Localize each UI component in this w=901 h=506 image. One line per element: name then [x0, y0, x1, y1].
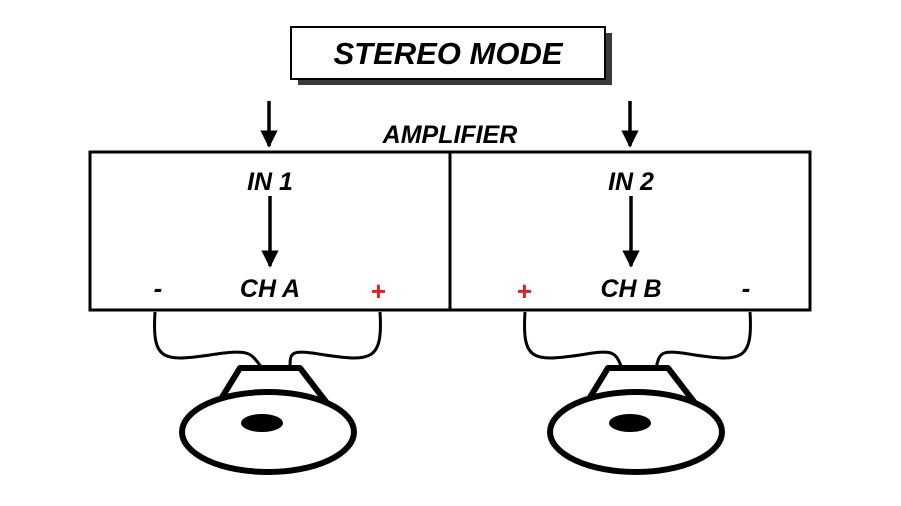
- channel-a: IN 1 CH A - +: [154, 168, 386, 306]
- speaker-b-left-wire: [523, 311, 624, 369]
- title-box-frame: [290, 26, 606, 80]
- channel-b: IN 2 CH B + -: [516, 168, 750, 306]
- channel-a-output-label: CH A: [240, 275, 300, 303]
- speaker-a-icon: [179, 365, 357, 475]
- speaker-b-icon: [547, 365, 725, 475]
- channel-b-output-label: CH B: [600, 275, 661, 303]
- title-box: STEREO MODE: [290, 26, 612, 85]
- channel-a-positive-terminal: +: [370, 276, 385, 306]
- amplifier-label: AMPLIFIER: [382, 121, 518, 149]
- diagram-title: STEREO MODE: [333, 36, 563, 71]
- channel-b-input-label: IN 2: [608, 168, 654, 196]
- speaker-b-right-wire: [654, 311, 752, 369]
- channel-b-positive-terminal: +: [516, 276, 531, 306]
- speaker-a-left-wire: [153, 311, 264, 369]
- channel-b-negative-terminal: -: [742, 273, 751, 303]
- channel-a-negative-terminal: -: [154, 273, 163, 303]
- speaker-a-right-wire: [288, 311, 382, 369]
- channel-a-input-label: IN 1: [247, 168, 293, 196]
